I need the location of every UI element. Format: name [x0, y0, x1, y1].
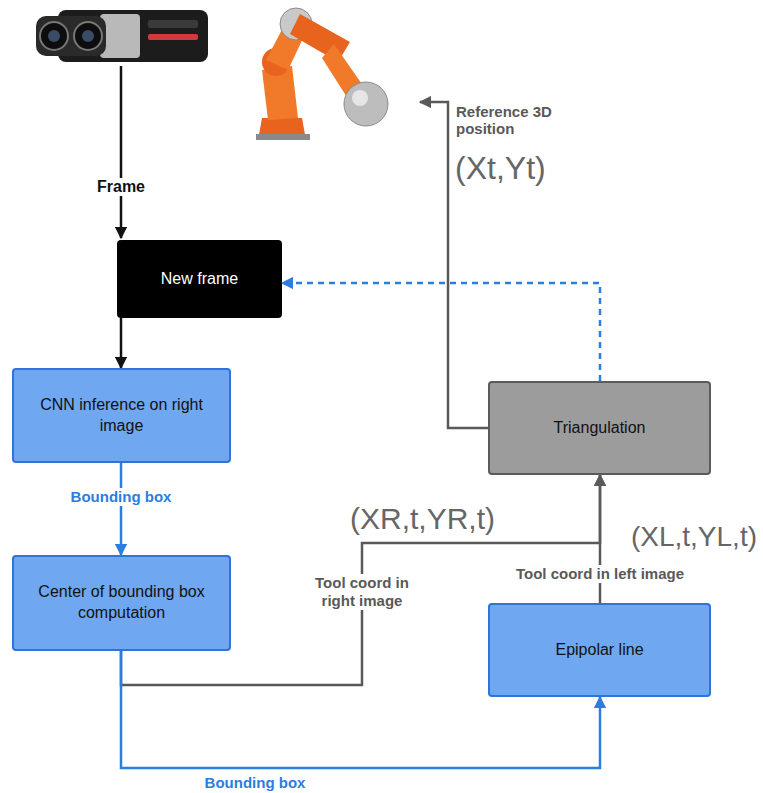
box-text: Center of bounding box computation: [14, 582, 229, 624]
frame-arrow: [120, 66, 123, 238]
label-holder: (XL,t,YL,t): [631, 521, 757, 553]
camera-lens-housing: [36, 16, 106, 56]
connector: [599, 475, 602, 603]
camera-glass: [82, 30, 94, 42]
arrow-label: Frame: [94, 178, 148, 196]
label-holder: Frame: [94, 178, 148, 196]
box-text: CNN inference on right image: [14, 395, 229, 437]
process-box: Triangulation: [488, 381, 711, 475]
coordinate-label: (XL,t,YL,t): [631, 521, 757, 553]
robot-wrist: [344, 82, 388, 126]
box-text: New frame: [151, 269, 248, 290]
coordinate-label: (Xt,Yt): [455, 150, 546, 187]
label-holder: (XR,t,YR,t): [350, 502, 495, 537]
connector: [120, 463, 123, 555]
robot-highlight: [352, 90, 368, 106]
camera-detail: [148, 34, 198, 40]
label-holder: Tool coord in right image: [298, 574, 426, 610]
process-box: Epipolar line: [488, 603, 711, 697]
camera-glass: [48, 30, 60, 42]
box-text: Epipolar line: [545, 640, 653, 661]
box-text: Triangulation: [544, 418, 656, 439]
coordinate-label: (XR,t,YR,t): [350, 502, 495, 537]
label-holder: Reference 3D position: [456, 103, 568, 138]
process-box: CNN inference on right image: [12, 368, 231, 463]
camera-lens: [40, 22, 68, 50]
edge-label: Tool coord in left image: [513, 565, 687, 583]
input-box: New frame: [117, 240, 282, 318]
robot-base-plate: [256, 134, 310, 140]
camera-lens: [74, 22, 102, 50]
camera-detail: [148, 20, 198, 28]
edge-label: Bounding box: [202, 774, 309, 792]
output-label: Reference 3D position: [456, 103, 568, 138]
label-holder: (Xt,Yt): [455, 150, 546, 187]
connector: [120, 318, 123, 368]
edge-label: Bounding box: [68, 488, 175, 506]
robot-illustration: [256, 8, 388, 140]
process-box: Center of bounding box computation: [12, 555, 231, 651]
connector: [282, 283, 600, 381]
label-holder: Bounding box: [68, 488, 175, 506]
camera-illustration: [36, 10, 208, 62]
edge-label: Tool coord in right image: [298, 574, 426, 610]
label-holder: Bounding box: [202, 774, 309, 792]
label-holder: Tool coord in left image: [513, 565, 687, 583]
